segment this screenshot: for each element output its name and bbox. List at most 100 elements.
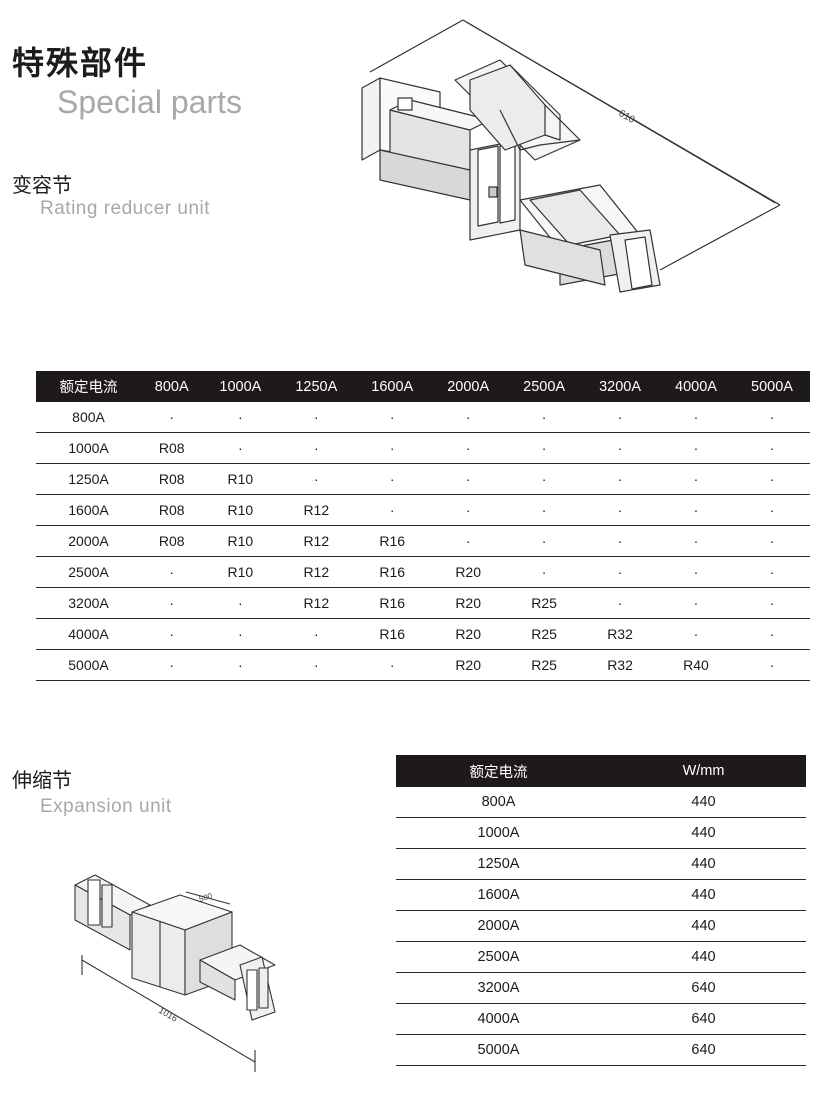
value-cell: · [202, 649, 279, 681]
value-cell: R08 [141, 525, 203, 557]
reducer-col-header: 2500A [506, 371, 583, 402]
value-cell: · [658, 402, 734, 433]
value-cell: R32 [582, 649, 658, 681]
value-cell: · [582, 402, 658, 433]
value-cell: R16 [354, 618, 431, 650]
value-cell: R10 [202, 494, 279, 526]
value-cell: · [141, 556, 203, 588]
value-cell: · [202, 432, 279, 464]
value-cell: R12 [278, 556, 355, 588]
reducer-table: 额定电流 800A 1000A 1250A 1600A 2000A 2500A … [36, 371, 810, 681]
reducer-col-header: 2000A [430, 371, 507, 402]
value-cell: · [141, 649, 203, 681]
row-label-cell: 5000A [36, 649, 142, 681]
row-label-cell: 2000A [396, 910, 601, 942]
row-label-cell: 1250A [396, 848, 601, 880]
value-cell: · [354, 494, 431, 526]
value-cell: R08 [141, 494, 203, 526]
value-cell: R16 [354, 556, 431, 588]
value-cell: R16 [354, 587, 431, 619]
value-cell: · [354, 402, 431, 433]
reducer-col-header: 5000A [733, 371, 810, 402]
value-cell: · [582, 525, 658, 557]
value-cell: R25 [506, 649, 583, 681]
value-cell: · [278, 649, 355, 681]
value-cell: · [354, 649, 431, 681]
value-cell: R16 [354, 525, 431, 557]
value-cell: 440 [601, 879, 806, 911]
expansion-col-header: 额定电流 [396, 755, 601, 787]
value-cell: · [658, 463, 734, 495]
value-cell: · [733, 463, 810, 495]
value-cell: 640 [601, 972, 806, 1004]
value-cell: · [430, 402, 507, 433]
expansion-dimension-long: 1016 [157, 1005, 179, 1024]
row-label-cell: 1600A [36, 494, 142, 526]
page-title-en: Special parts [57, 84, 242, 120]
value-cell: · [658, 525, 734, 557]
value-cell: 440 [601, 787, 806, 818]
value-cell: 640 [601, 1003, 806, 1035]
value-cell: · [430, 463, 507, 495]
row-label-cell: 4000A [396, 1003, 601, 1035]
value-cell: R20 [430, 587, 507, 619]
value-cell: R12 [278, 494, 355, 526]
row-label-cell: 4000A [36, 618, 142, 650]
value-cell: R10 [202, 556, 279, 588]
value-cell: 440 [601, 941, 806, 973]
value-cell: · [430, 525, 507, 557]
expansion-title-en: Expansion unit [40, 796, 172, 817]
value-cell: · [506, 432, 583, 464]
value-cell: · [506, 402, 583, 433]
value-cell: · [278, 402, 355, 433]
value-cell: R20 [430, 556, 507, 588]
reducer-dimension: 610 [617, 108, 637, 126]
value-cell: R25 [506, 587, 583, 619]
row-label-cell: 2000A [36, 525, 142, 557]
reducer-table-header: 额定电流 800A 1000A 1250A 1600A 2000A 2500A … [36, 371, 810, 402]
value-cell: · [733, 494, 810, 526]
value-cell: · [733, 525, 810, 557]
value-cell: · [202, 587, 279, 619]
reducer-col-header: 3200A [582, 371, 658, 402]
value-cell: · [278, 432, 355, 464]
reducer-col-header: 1600A [354, 371, 431, 402]
value-cell: · [733, 649, 810, 681]
row-label-cell: 3200A [396, 972, 601, 1004]
value-cell: · [354, 432, 431, 464]
value-cell: · [658, 432, 734, 464]
value-cell: R12 [278, 587, 355, 619]
value-cell: R32 [582, 618, 658, 650]
value-cell: · [506, 463, 583, 495]
value-cell: R20 [430, 618, 507, 650]
row-label-cell: 5000A [396, 1034, 601, 1066]
value-cell: · [141, 402, 203, 433]
value-cell: · [582, 432, 658, 464]
value-cell: 440 [601, 910, 806, 942]
value-cell: R08 [141, 432, 203, 464]
reducer-col-header: 4000A [658, 371, 734, 402]
value-cell: · [506, 525, 583, 557]
row-label-cell: 1000A [396, 817, 601, 849]
value-cell: · [202, 402, 279, 433]
row-label-cell: 1000A [36, 432, 142, 464]
value-cell: · [582, 587, 658, 619]
table-row: 800A········· [36, 402, 810, 433]
expansion-dimension-short: 500 [198, 891, 214, 904]
